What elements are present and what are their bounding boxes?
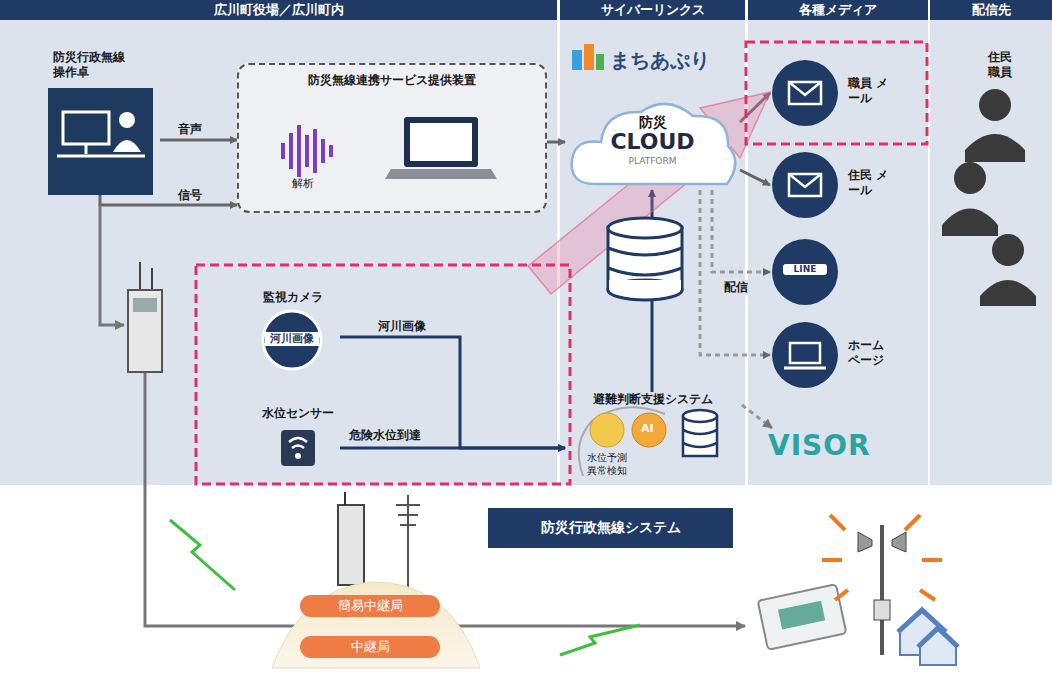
connector [340,447,565,450]
app-logo-text: まちあぷり [610,48,710,73]
node-text: 避難判断支援システム [565,392,740,407]
node-text: CLOUD [585,130,720,154]
outdoor-speaker [758,515,958,665]
node-text: 監視カメラ [245,290,340,305]
node-text: 簡易中継局 [300,598,440,614]
media-circle-outline [770,320,920,390]
sensor-icon: 水位センサー [255,406,340,472]
node-text: 住民 メール [848,168,890,198]
node-text: 解析 [283,177,323,191]
node-text: 防災 [565,114,740,132]
app-logo [572,44,604,70]
cloud-shape: 防災CLOUD PLATFORM [565,92,740,190]
node-text: 住民 職員 [988,50,1016,80]
service-box: 防災無線連携サービス提供装置解析 [237,63,547,213]
node-text: サイバーリンクス [560,0,745,20]
connector [100,195,237,205]
system-box: 防災行政無線システム [488,508,733,548]
column-panel: サイバーリンクス防災CLOUD PLATFORM 避難判断支援システム水位予測 異常… [560,0,745,485]
decision-support-box: 避難判断支援システム水位予測 異常検知 [565,392,740,484]
node-text: 配信先 [930,0,1052,20]
media-circle: LINE [770,237,840,307]
node-text: 防災行政無線操作卓 [53,50,135,80]
edge-label: 音声 [176,122,204,137]
connector [340,337,565,448]
column-panel [930,0,1052,485]
highlight-box [746,42,927,144]
edge-label: 配信 [722,280,750,295]
connector [712,190,770,272]
node-text: 水位予測 異常検知 [583,452,631,477]
highlight-box [196,265,570,484]
node-text: 河川画像 [265,332,319,346]
radio-wave [170,520,235,590]
media-circle-outline [770,150,920,220]
camera-circle: 監視カメラ河川画像 [245,290,340,372]
media-circle: ホームページ [770,320,920,390]
visor-logo: VISOR [768,428,871,463]
node-text: 防災行政無線システム [488,519,733,537]
media-circle-outline [770,58,920,128]
column-panel: 広川町役場／広川町内防災行政無線操作卓防災無線連携サービス提供装置解析監視カメラ… [0,0,557,485]
relay-pill: 簡易中継局 [300,595,440,617]
node-text: 各種メディア [748,0,928,20]
connector [740,170,770,185]
node-text: 水位センサー [255,406,340,421]
node-text: 広川町役場／広川町内 [0,0,557,20]
column-panel: 配信先住民 職員 [930,0,1052,485]
wire [100,205,124,325]
ai-badge: AI [641,422,654,436]
node-text: PLATFORM [585,156,720,167]
column-panel: 各種メディア職員 メール住民 メール LINE ホームページ [748,0,928,485]
node-text: 職員 メール [848,76,890,106]
node-text: 防災無線連携サービス提供装置 [239,73,545,88]
node-text: ホームページ [848,338,890,368]
wire [145,372,745,626]
edge-label: 信号 [176,188,204,203]
relay-pill: 中継局 [300,636,440,658]
connector [700,190,770,355]
media-circle: 職員 メール [770,58,920,128]
connector [547,141,565,144]
person-icons [942,89,1036,306]
database-icon [608,218,682,300]
node-text: 中継局 [300,639,440,655]
media-circle: 住民 メール [770,150,920,220]
radio-unit [128,262,162,372]
column-panel [748,0,928,485]
node-text: LINE [783,264,827,275]
edge-label: 河川画像 [376,319,428,334]
relay-hill [272,492,480,668]
column-panel [0,0,557,485]
console-box: 防災行政無線操作卓 [45,50,160,195]
connector [160,139,237,142]
radio-wave [560,625,640,655]
edge-label: 危険水位到達 [347,428,423,443]
dashed-arrow [742,405,772,428]
